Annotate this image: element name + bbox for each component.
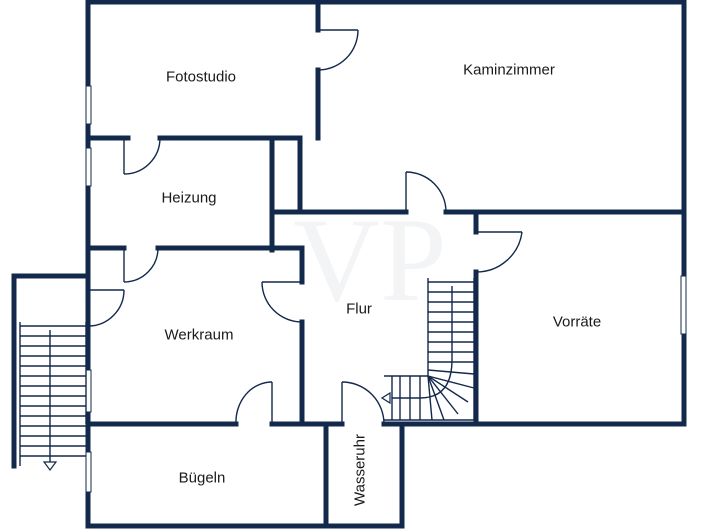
room-label-wasseruhr: Wasseruhr [351,434,369,506]
door-wasseruhr [341,381,385,425]
door-werkraum-flur [261,281,303,323]
door-flur-vorraete [475,231,523,273]
door-buegeln [235,381,273,425]
stair-direction-arrow [42,461,58,471]
room-label-vorraete: Vorräte [552,313,602,331]
door-flur-kaminzimmer [405,171,447,213]
door-werkraum-stair [87,289,125,327]
room-label-kaminzimmer: Kaminzimmer [463,61,555,79]
window-werkraum [85,369,92,413]
door-heizung-south [123,247,159,283]
stair-central-arrow [380,391,391,405]
window-vorraete [680,275,687,335]
room-label-fotostudio: Fotostudio [165,68,237,86]
window-fotostudio [85,85,92,125]
stair-left [19,322,87,471]
door-heizung-north [123,137,161,175]
doors [87,29,523,425]
stair-central [380,278,475,421]
room-label-werkraum: Werkraum [164,326,234,344]
window-heizung [85,147,92,187]
window-buegeln [85,451,92,493]
room-label-buegeln: Bügeln [178,469,226,487]
room-label-flur: Flur [346,300,372,318]
watermark: VP [293,193,446,326]
room-label-heizung: Heizung [161,189,217,207]
windows [85,85,687,493]
door-fotostudio-kaminzimmer [317,29,359,71]
walls [11,0,687,529]
